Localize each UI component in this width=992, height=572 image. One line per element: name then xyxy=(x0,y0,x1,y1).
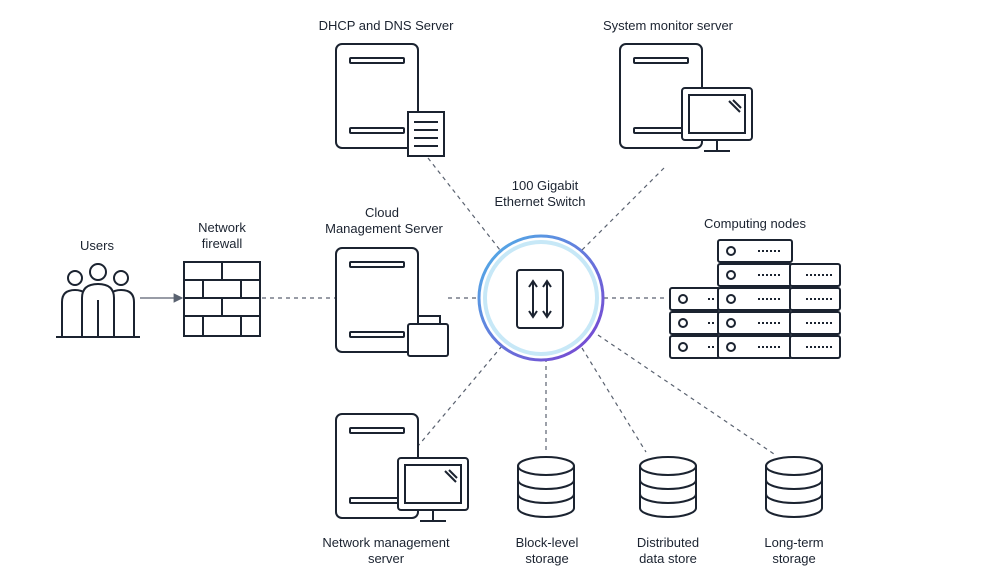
rack-server-icon xyxy=(669,311,721,335)
distributed-label-line1: Distributed xyxy=(637,535,699,550)
users-icon xyxy=(56,263,140,338)
computing-label: Computing nodes xyxy=(704,216,806,231)
sysmon-server[interactable] xyxy=(619,43,753,152)
dhcp-label: DHCP and DNS Server xyxy=(319,18,455,33)
cloud-label-line2: Management Server xyxy=(325,221,443,236)
ethernet-switch[interactable] xyxy=(477,234,605,362)
switch-icon xyxy=(516,269,564,329)
block-label-line1: Block-level xyxy=(516,535,579,550)
switch-to-netmgmt-link xyxy=(417,345,503,447)
rack-server-icon xyxy=(789,311,841,335)
dhcp-server[interactable] xyxy=(335,43,445,157)
block-storage[interactable] xyxy=(517,456,575,518)
rack-server-icon xyxy=(717,287,793,311)
block-label-line2: storage xyxy=(525,551,568,566)
switch-label-line2: Ethernet Switch xyxy=(494,194,585,209)
firewall-icon xyxy=(183,261,261,337)
server-icon xyxy=(335,43,419,149)
rack-server-icon xyxy=(717,263,793,287)
network-management-server[interactable] xyxy=(335,413,469,522)
distributed-label-line2: data store xyxy=(639,551,697,566)
users-label: Users xyxy=(80,238,114,253)
database-icon xyxy=(517,456,575,518)
longterm-label-line2: storage xyxy=(772,551,815,566)
dhcp-to-switch-link xyxy=(427,157,501,251)
briefcase-icon xyxy=(407,315,449,357)
firewall-label-line2: firewall xyxy=(202,236,243,251)
labels: Users Network firewall Cloud Management … xyxy=(80,18,824,566)
document-icon xyxy=(407,111,445,157)
connections xyxy=(140,157,775,455)
cloud-management-server[interactable] xyxy=(335,247,449,357)
switch-to-distributed-link xyxy=(581,347,647,453)
database-icon xyxy=(765,456,823,518)
switch-label-line1: 100 Gigabit xyxy=(512,178,579,193)
distributed-store[interactable] xyxy=(639,456,697,518)
netmgmt-label-line1: Network management xyxy=(322,535,450,550)
server-icon xyxy=(335,247,419,353)
sysmon-to-switch-link xyxy=(581,167,665,251)
longterm-storage[interactable] xyxy=(765,456,823,518)
computing-nodes[interactable] xyxy=(669,239,841,359)
database-icon xyxy=(639,456,697,518)
rack-server-icon xyxy=(717,311,793,335)
firewall-label-line1: Network xyxy=(198,220,246,235)
monitor-icon xyxy=(397,457,469,522)
longterm-label-line1: Long-term xyxy=(764,535,823,550)
rack-server-icon xyxy=(789,263,841,287)
cloud-label-line1: Cloud xyxy=(365,205,399,220)
rack-server-icon xyxy=(669,335,721,359)
rack-server-icon xyxy=(717,335,793,359)
rack-server-icon xyxy=(669,287,721,311)
rack-server-icon xyxy=(717,239,793,263)
sysmon-label: System monitor server xyxy=(603,18,734,33)
rack-server-icon xyxy=(789,287,841,311)
monitor-icon xyxy=(681,87,753,152)
rack-server-icon xyxy=(789,335,841,359)
switch-to-longterm-link xyxy=(597,334,775,455)
netmgmt-label-line2: server xyxy=(368,551,405,566)
